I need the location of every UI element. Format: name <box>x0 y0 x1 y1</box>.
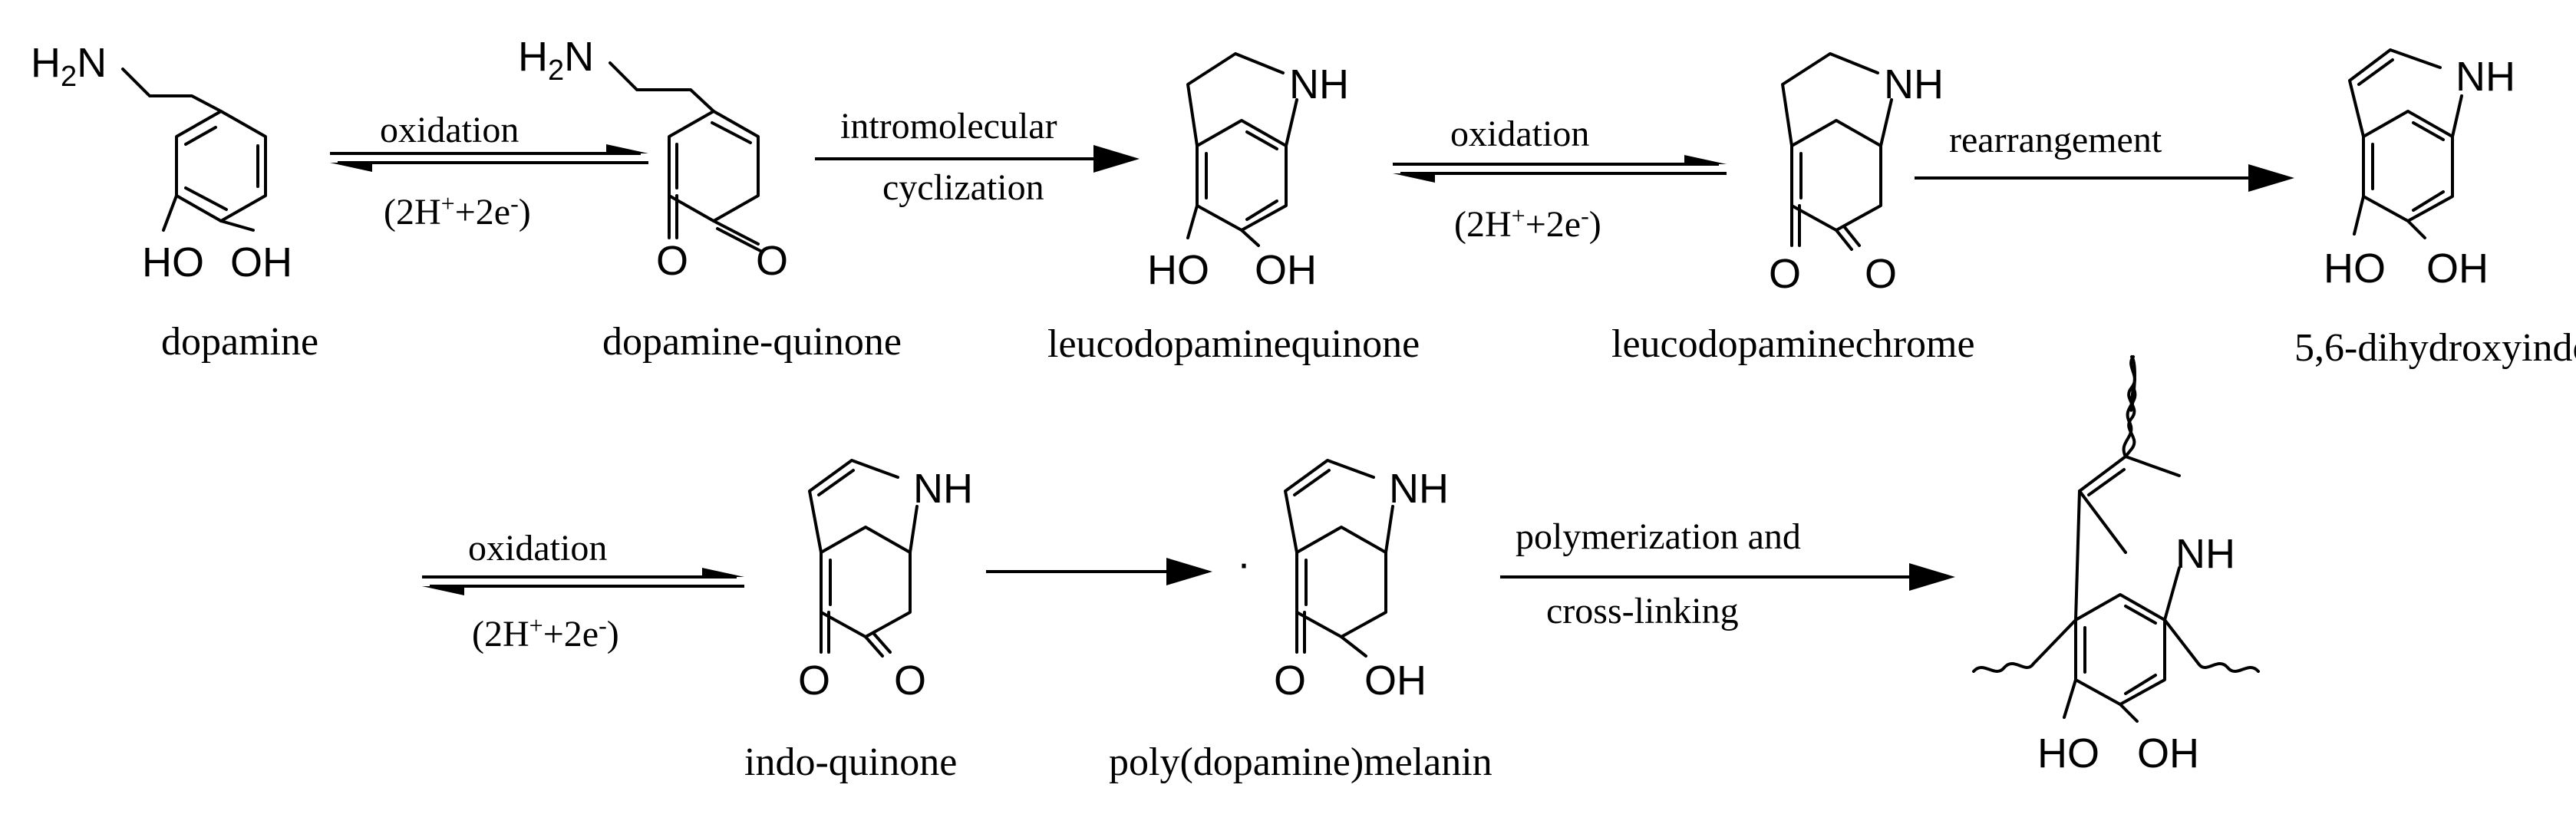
label-oxidation-2: oxidation <box>1450 114 1589 154</box>
arrow-cyclization: intromolecular cyclization <box>815 106 1140 208</box>
atom-ho: HO <box>2037 730 2099 776</box>
label-electron-note-3: (2H++2e-) <box>472 611 619 654</box>
label-dihydroxyindole: 5,6-dihydroxyindole <box>2294 326 2576 370</box>
label-polymerization: polymerization and <box>1516 516 1801 557</box>
label-dopamine-quinone: dopamine-quinone <box>602 320 902 364</box>
molecule-dopamine-quinone: H2N O O dopamine-quinone <box>518 34 902 364</box>
atom-o: O <box>1865 251 1897 297</box>
arrow-equilibrium-3: oxidation (2H++2e-) <box>422 528 744 654</box>
label-electron-note-1: (2H++2e-) <box>384 190 531 232</box>
atom-ho: HO <box>2324 246 2386 292</box>
atom-h2n: H2N <box>518 34 594 87</box>
arrow-radical <box>986 558 1212 585</box>
molecule-dihydroxyindole: NH HO OH 5,6-dihydroxyindole <box>2294 48 2576 370</box>
label-oxidation-1: oxidation <box>380 110 519 150</box>
molecule-polymer-unit: NH HO OH <box>1972 355 2260 776</box>
molecule-leucodopaminechrome: NH O O leucodopaminechrome <box>1611 52 1975 366</box>
molecule-polydopamine-melanin: · NH O OH poly(dopamine)melanin <box>1109 459 1492 784</box>
atom-o: O <box>656 238 688 284</box>
atom-o: O <box>1274 658 1306 704</box>
atom-oh: OH <box>1255 247 1317 293</box>
atom-nh: NH <box>1884 61 1944 107</box>
atom-o: O <box>1769 251 1801 297</box>
atom-ho: HO <box>142 239 204 285</box>
label-cyclization: cyclization <box>882 167 1044 208</box>
label-dopamine: dopamine <box>161 320 318 364</box>
molecule-dopamine: H2N HO OH dopamine <box>31 40 318 364</box>
arrow-polymerization: polymerization and cross-linking <box>1500 516 1955 631</box>
atom-oh: OH <box>2426 246 2489 292</box>
atom-h2n: H2N <box>31 40 107 93</box>
label-rearrangement: rearrangement <box>1949 120 2162 160</box>
atom-nh: NH <box>2456 54 2515 100</box>
label-polydopamine-melanin: poly(dopamine)melanin <box>1109 740 1492 784</box>
molecule-leucodopaminequinone: NH HO OH leucodopaminequinone <box>1047 52 1420 366</box>
atom-nh: NH <box>1289 61 1349 107</box>
arrow-rearrangement: rearrangement <box>1915 120 2294 192</box>
atom-oh: OH <box>1364 658 1427 704</box>
atom-o: O <box>756 238 788 284</box>
radical-dot: · <box>1237 540 1251 586</box>
atom-nh: NH <box>1389 466 1449 512</box>
arrow-equilibrium-2: oxidation (2H++2e-) <box>1393 114 1727 245</box>
label-electron-note-2: (2H++2e-) <box>1454 202 1601 245</box>
label-cross-linking: cross-linking <box>1546 591 1739 631</box>
atom-oh: OH <box>230 239 292 285</box>
label-indo-quinone: indo-quinone <box>744 740 957 784</box>
atom-oh: OH <box>2137 730 2199 776</box>
atom-o: O <box>894 658 926 704</box>
atom-nh: NH <box>2175 531 2235 577</box>
atom-o: O <box>798 658 830 704</box>
label-leucodopaminechrome: leucodopaminechrome <box>1611 322 1975 366</box>
label-intromolecular: intromolecular <box>840 106 1057 147</box>
label-oxidation-3: oxidation <box>468 528 607 569</box>
atom-nh: NH <box>913 466 973 512</box>
arrow-equilibrium-1: oxidation (2H++2e-) <box>330 110 648 232</box>
atom-ho: HO <box>1147 247 1209 293</box>
molecule-indo-quinone: NH O O indo-quinone <box>744 459 973 784</box>
label-leucodopaminequinone: leucodopaminequinone <box>1047 322 1420 366</box>
